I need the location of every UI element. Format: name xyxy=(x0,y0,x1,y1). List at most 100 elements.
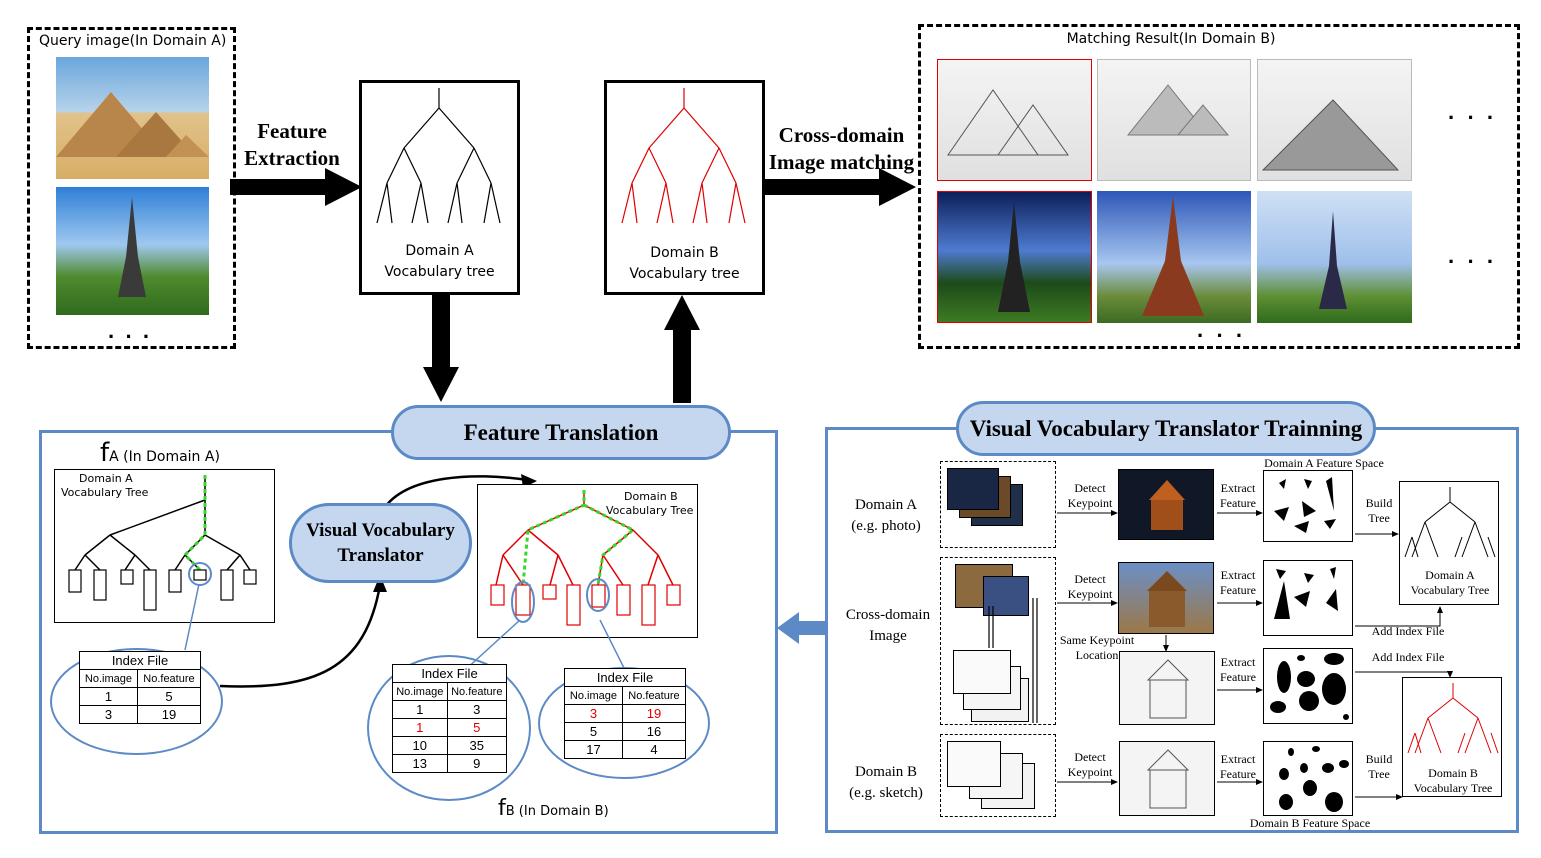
domain-a-line2: (e.g. photo) xyxy=(851,518,921,534)
match-eiffel-3 xyxy=(1257,191,1412,323)
translator-pill: Visual Vocabulary Translator xyxy=(289,503,472,583)
training-title: Visual Vocabulary Translator Trainning xyxy=(969,415,1363,441)
fa-sub: A (In Domain A) xyxy=(109,449,220,465)
domain-a-row-label: Domain A (e.g. photo) xyxy=(836,495,936,537)
extract-4a: Extract xyxy=(1220,752,1256,766)
detect-keypoint-1: Detect Keypoint xyxy=(1060,481,1120,511)
detect-2a: Detect xyxy=(1074,572,1106,586)
add-index-label-2: Add Index File xyxy=(1371,650,1445,664)
training-tree-b-icon xyxy=(1407,683,1499,754)
training-tree-a-icon xyxy=(1404,487,1496,558)
ellipses-icon-2 xyxy=(1279,746,1349,812)
small-tree-b-label-2: Vocabulary Tree xyxy=(606,504,694,517)
build-1b: Tree xyxy=(1368,511,1390,525)
matching-result-panel: Matching Result(In Domain B) · · · · · ·… xyxy=(918,24,1520,349)
training-tree-b-label: Domain B Vocabulary Tree xyxy=(1403,766,1503,796)
extract-3a: Extract xyxy=(1220,655,1256,669)
cross-row-label: Cross-domain Image xyxy=(836,605,940,647)
pyramid-sketch-icon xyxy=(947,89,1069,156)
tree-b-label: Domain B Vocabulary tree xyxy=(607,243,762,285)
small-tree-b-icon xyxy=(490,490,681,626)
index-b1-r1c1: 5 xyxy=(446,718,508,737)
arrow-down-icon xyxy=(423,295,459,402)
build-tree-2: Build Tree xyxy=(1356,752,1402,782)
build-2b: Tree xyxy=(1368,767,1390,781)
keypoint-photo-cross xyxy=(1118,562,1214,634)
query-image-panel: Query image(In Domain A) · · · xyxy=(27,27,236,349)
translator-line1: Visual Vocabulary xyxy=(306,520,455,541)
matching-more: · · · xyxy=(1197,323,1247,348)
index-a-r0c0: 1 xyxy=(79,687,138,706)
detect-3b: Keypoint xyxy=(1067,765,1113,779)
pyramid-sketch-icon-2 xyxy=(1126,84,1230,136)
small-tree-b-label: Domain B Vocabulary Tree xyxy=(606,490,693,518)
eiffel-shape xyxy=(118,197,146,297)
index-b1-h1: No.image xyxy=(392,682,448,701)
same-keypoint-label: Same Keypoint Location xyxy=(1052,633,1142,663)
detect-keypoint-3: Detect Keypoint xyxy=(1060,750,1120,780)
feature-space-a-2 xyxy=(1263,560,1353,636)
feature-space-a-label: Domain A Feature Space xyxy=(1264,456,1384,470)
tree-b-icon xyxy=(621,88,746,224)
translator-line2: Translator xyxy=(337,545,424,566)
extract-feature-2: Extract Feature xyxy=(1214,568,1262,598)
detect-keypoint-2: Detect Keypoint xyxy=(1060,572,1120,602)
training-tree-a-label-2: Vocabulary Tree xyxy=(1410,583,1490,597)
extract-feature-1: Extract Feature xyxy=(1214,481,1262,511)
small-tree-a-box: Domain A Vocabulary Tree xyxy=(54,469,275,623)
match-sketch-1 xyxy=(937,59,1092,181)
extract-3b: Feature xyxy=(1220,670,1256,684)
extract-4b: Feature xyxy=(1220,767,1256,781)
cross-stack-box xyxy=(940,557,1056,725)
index-b1-title: Index File xyxy=(392,664,507,683)
tree-a-label-1: Domain A xyxy=(405,243,474,259)
cross-line2: Image xyxy=(869,628,907,644)
feature-extraction-line2: Extraction xyxy=(244,146,340,170)
photo-stack-box xyxy=(940,461,1056,548)
training-tree-b-label-1: Domain B xyxy=(1428,766,1478,780)
index-b1-r0c1: 3 xyxy=(446,700,508,719)
arrow-right-icon-2 xyxy=(764,168,916,206)
pyramid-photo xyxy=(56,57,209,179)
cross-domain-line2: Image matching xyxy=(768,150,915,174)
row-more-1: · · · xyxy=(1448,105,1498,130)
small-tree-a-icon xyxy=(68,475,257,611)
keypoint-photo-a xyxy=(1118,469,1214,540)
same-keypoint-1: Same Keypoint xyxy=(1059,633,1135,647)
index-b2-r0c1: 19 xyxy=(621,704,687,723)
build-tree-1: Build Tree xyxy=(1356,496,1402,526)
index-a-title: Index File xyxy=(79,651,201,670)
double-arrows xyxy=(988,598,1038,723)
tower-sketch-icon xyxy=(1146,659,1190,719)
blue-arrow-left-icon xyxy=(777,612,829,644)
index-b2-h2: No.feature xyxy=(621,686,687,705)
index-b2-r2c0: 17 xyxy=(564,740,623,759)
training-tree-a-box: Domain A Vocabulary Tree xyxy=(1399,481,1499,605)
tree-a-icon xyxy=(376,88,501,224)
feature-translation-title: Feature Translation xyxy=(463,419,659,445)
index-b2-r1c0: 5 xyxy=(564,722,623,741)
training-tree-b-box: Domain B Vocabulary Tree xyxy=(1402,677,1502,797)
training-tree-a-label: Domain A Vocabulary Tree xyxy=(1400,568,1500,598)
index-b2-r2c1: 4 xyxy=(621,740,687,759)
feature-space-b-label: Domain B Feature Space xyxy=(1249,816,1371,830)
extract-feature-3: Extract Feature xyxy=(1214,655,1262,685)
small-tree-a-label: Domain A Vocabulary Tree xyxy=(61,472,148,500)
keypoint-sketch-cross xyxy=(1119,651,1215,725)
feature-space-b-2 xyxy=(1263,741,1353,816)
index-a-ellipse xyxy=(50,648,223,755)
tree-b-label-2: Vocabulary tree xyxy=(629,266,740,282)
feature-extraction-label: Feature Extraction xyxy=(244,118,340,172)
extract-1b: Feature xyxy=(1220,496,1256,510)
domain-a-tree-box: Domain A Vocabulary tree xyxy=(359,80,520,295)
domain-b-line1: Domain B xyxy=(854,764,918,780)
feature-space-b-1 xyxy=(1263,648,1353,724)
fb-sub: B (In Domain B) xyxy=(505,804,609,819)
fa-symbol: f xyxy=(100,438,110,468)
domain-b-tree-box: Domain B Vocabulary tree xyxy=(604,80,765,295)
tree-b-label-1: Domain B xyxy=(650,245,719,261)
index-b1-r0c0: 1 xyxy=(392,700,448,719)
index-b1-r1c0: 1 xyxy=(392,718,448,737)
index-b2-r1c1: 16 xyxy=(621,722,687,741)
